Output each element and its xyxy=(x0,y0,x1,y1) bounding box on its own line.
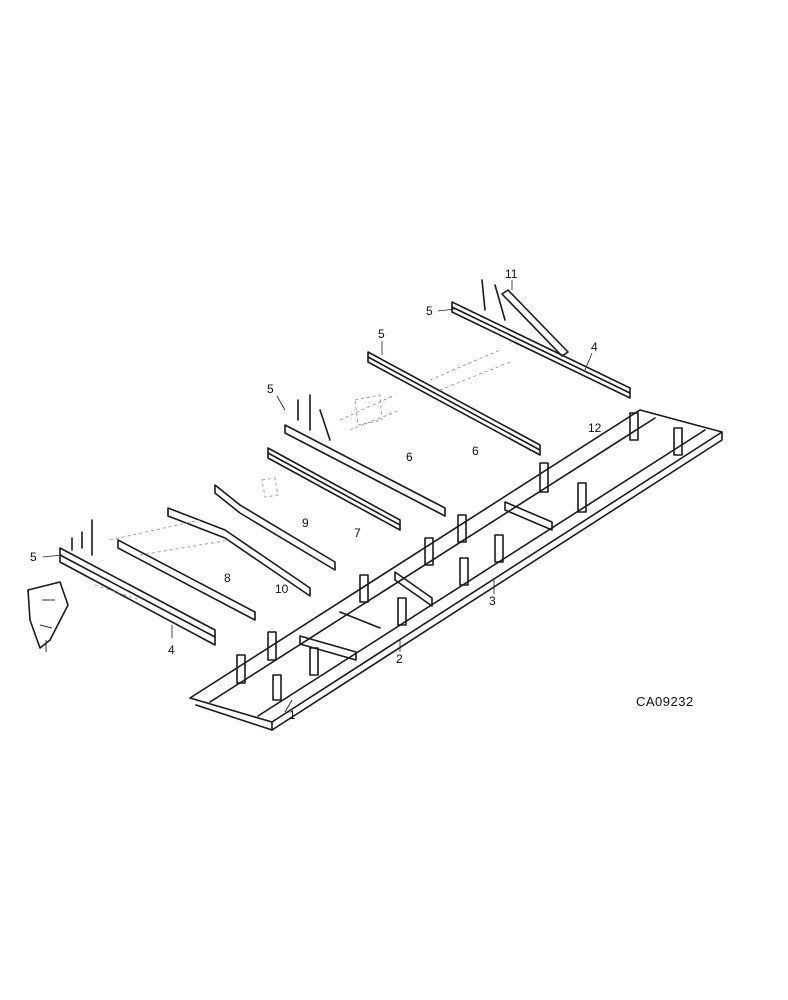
callout-5-rear: 5 xyxy=(30,550,37,564)
leader-lines xyxy=(42,280,593,713)
rear-toolbars xyxy=(27,484,336,652)
front-toolbars xyxy=(354,279,631,456)
callout-2: 2 xyxy=(396,652,403,666)
callout-5-center: 5 xyxy=(378,327,385,341)
callout-4-rear: 4 xyxy=(168,643,175,657)
drawing-number: CA09232 xyxy=(636,694,694,709)
callout-4-front: 4 xyxy=(591,340,598,354)
callout-10: 10 xyxy=(275,582,289,596)
callout-5-front: 5 xyxy=(426,304,433,318)
main-frame xyxy=(189,409,723,731)
callout-11: 11 xyxy=(505,267,518,281)
middle-toolbars xyxy=(261,394,446,531)
callout-12: 12 xyxy=(588,421,602,435)
callout-8: 8 xyxy=(224,571,231,585)
callout-5-middle: 5 xyxy=(267,382,274,396)
callout-6-middle: 6 xyxy=(406,450,413,464)
callout-7: 7 xyxy=(354,526,361,540)
callout-6-front: 6 xyxy=(472,444,479,458)
callout-3: 3 xyxy=(489,594,496,608)
callout-1: 1 xyxy=(289,708,296,722)
callouts: 5 4 8 10 9 7 6 5 5 6 5 11 4 12 3 2 1 xyxy=(30,267,602,722)
callout-9: 9 xyxy=(302,516,309,530)
